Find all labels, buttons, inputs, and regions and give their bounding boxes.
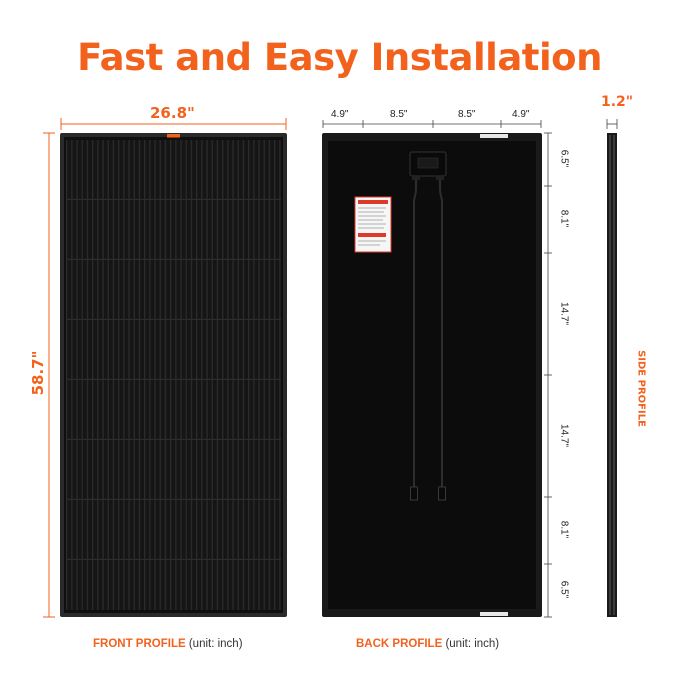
- back-caption-name: BACK PROFILE: [356, 638, 443, 650]
- side-profile-frame: [607, 133, 617, 617]
- back-caption-unit: (unit: inch): [445, 638, 500, 650]
- front-width-dimension: [60, 118, 287, 130]
- connector: [410, 486, 418, 501]
- back-side-dim-3: 14.7": [558, 301, 570, 325]
- back-top-dimension: [322, 120, 542, 128]
- mounting-slot: [480, 612, 508, 616]
- front-height-dimension: [43, 132, 55, 618]
- back-top-dim-2: 8.5": [390, 109, 408, 120]
- side-thickness-label: 1.2": [601, 94, 634, 110]
- back-side-dim-1: 6.5": [558, 149, 570, 168]
- cable: [413, 180, 417, 487]
- front-caption-unit: (unit: inch): [188, 638, 243, 650]
- back-panel: [322, 133, 542, 617]
- back-top-dim-4: 4.9": [512, 109, 530, 120]
- back-caption: BACK PROFILE (unit: inch): [356, 638, 499, 650]
- back-top-dim-1: 4.9": [331, 109, 349, 120]
- front-height-label: 58.7": [29, 350, 47, 396]
- back-side-dim-2: 8.1": [558, 209, 570, 228]
- spec-label: [354, 196, 392, 253]
- brand-logo: [167, 134, 180, 138]
- back-side-dim-4: 14.7": [558, 423, 570, 447]
- back-top-dim-3: 8.5": [458, 109, 476, 120]
- side-thickness-dimension: [606, 119, 618, 129]
- connector: [438, 486, 446, 501]
- side-profile-label: SIDE PROFILE: [635, 350, 647, 427]
- mounting-slot: [480, 134, 508, 138]
- front-width-label: 26.8": [150, 104, 195, 122]
- page-title: Fast and Easy Installation: [77, 36, 602, 79]
- back-side-dim-5: 8.1": [558, 520, 570, 539]
- front-caption: FRONT PROFILE (unit: inch): [93, 638, 243, 650]
- front-panel: [60, 133, 287, 617]
- back-side-dimension: [544, 132, 552, 618]
- back-side-dim-6: 6.5": [558, 580, 570, 599]
- front-caption-name: FRONT PROFILE: [93, 638, 186, 650]
- cable: [439, 180, 443, 487]
